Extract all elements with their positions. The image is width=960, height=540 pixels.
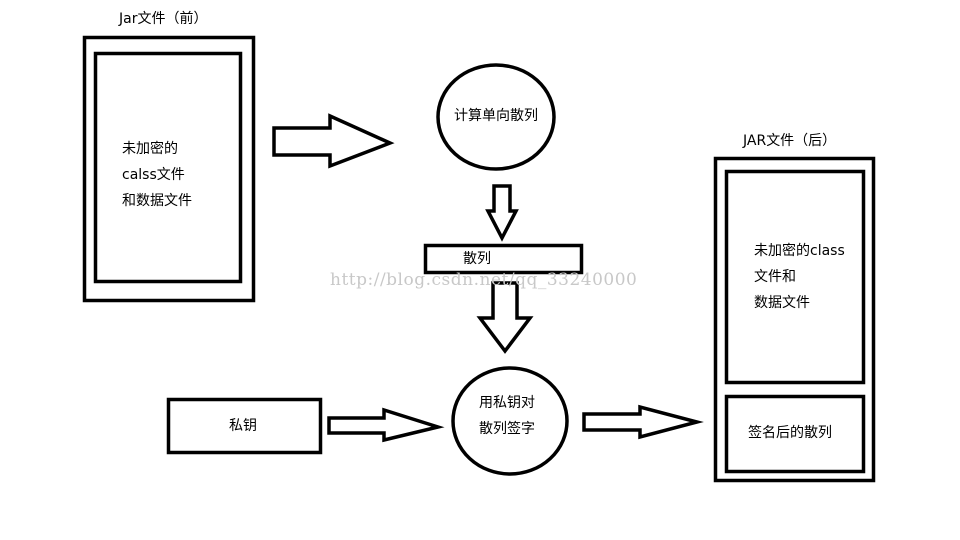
jar-after-signed-hash: 签名后的散列 xyxy=(748,425,832,441)
arrow-to-hash xyxy=(485,184,519,242)
jar-after-title: JAR文件（后） xyxy=(743,133,837,149)
jar-after-line-3: 数据文件 xyxy=(754,295,810,311)
private-key-box xyxy=(166,397,323,455)
hash-box xyxy=(423,243,584,275)
arrow-key-to-sign xyxy=(327,407,445,443)
arrow-to-compute xyxy=(272,113,395,169)
jar-before-title: Jar文件（前） xyxy=(119,11,208,27)
sign-line-1: 用私钥对 xyxy=(479,395,535,411)
jar-after-outer-box xyxy=(713,156,876,483)
jar-before-line-2: calss文件 xyxy=(122,167,185,183)
jar-before-inner-box xyxy=(93,51,243,284)
compute-hash-ellipse xyxy=(436,63,556,171)
jar-before-line-3: 和数据文件 xyxy=(122,193,192,209)
arrow-to-sign xyxy=(476,281,534,354)
watermark: http://blog.csdn.net/qq_33240000 xyxy=(330,270,638,290)
compute-hash-label: 计算单向散列 xyxy=(454,108,538,124)
sign-ellipse xyxy=(451,366,569,476)
jar-after-line-1: 未加密的class xyxy=(754,243,845,259)
jar-before-outer-box xyxy=(82,35,256,303)
jar-after-signature-box xyxy=(724,394,866,474)
jar-before-line-1: 未加密的 xyxy=(122,141,178,157)
jar-after-content-box xyxy=(724,169,866,385)
jar-after-line-2: 文件和 xyxy=(754,269,796,285)
hash-label: 散列 xyxy=(463,251,491,267)
arrow-sign-to-jar xyxy=(582,404,704,440)
private-key-label: 私钥 xyxy=(229,418,257,434)
sign-line-2: 散列签字 xyxy=(479,421,535,437)
